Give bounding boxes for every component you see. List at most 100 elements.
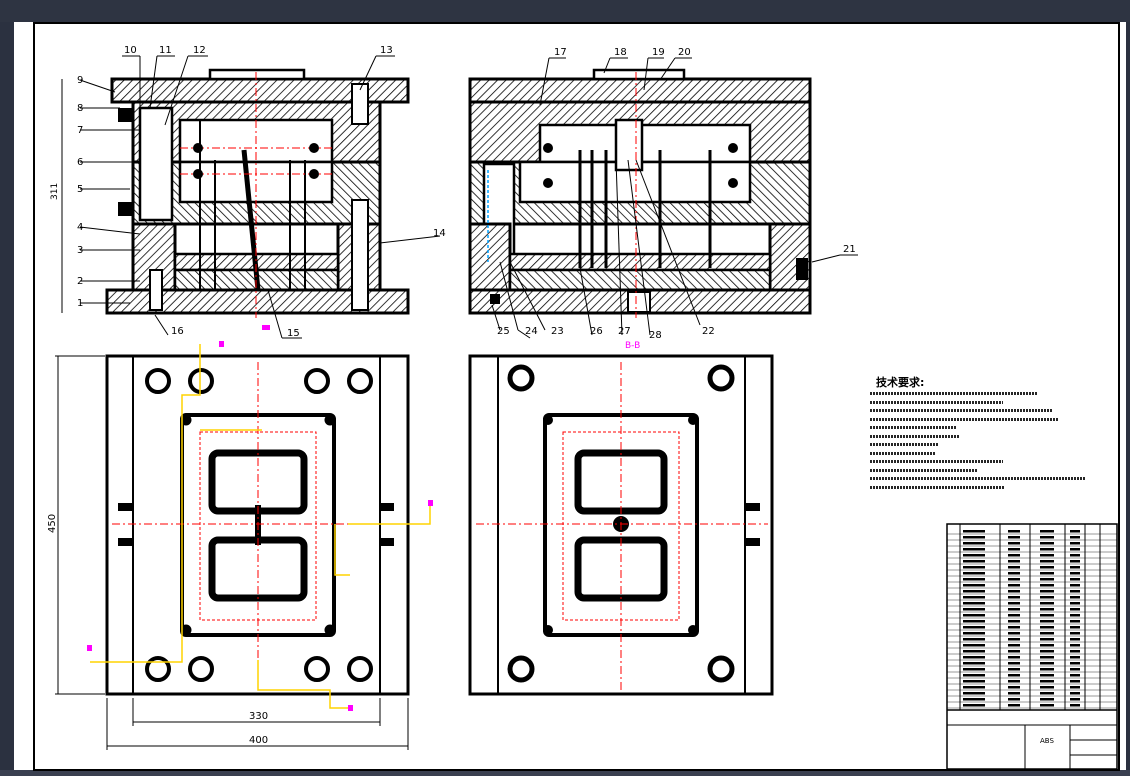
bom-cell-mark xyxy=(1070,620,1080,623)
bom-cell-mark xyxy=(963,584,985,587)
tech-requirement-line xyxy=(870,392,1038,395)
part-label-6: 6 xyxy=(77,157,83,168)
part-label-1: 1 xyxy=(77,298,83,309)
left-part-numbers: 1 2 3 4 5 6 7 8 9 10 11 12 13 14 15 16 xyxy=(77,45,446,339)
bom-cell-mark xyxy=(1040,614,1054,617)
bom-cell-mark xyxy=(963,542,985,545)
bom-cell-mark xyxy=(1008,614,1020,617)
bom-cell-mark xyxy=(1040,542,1054,545)
bom-cell-mark xyxy=(1040,632,1054,635)
bom-cell-mark xyxy=(1070,704,1080,707)
bom-cell-mark xyxy=(1070,698,1080,701)
bom-cell-mark xyxy=(1040,650,1054,653)
bom-cell-mark xyxy=(963,554,985,557)
bom-cell-mark xyxy=(1040,590,1054,593)
bom-cell-mark xyxy=(1070,548,1080,551)
right-section-view xyxy=(468,68,812,318)
tech-requirement-line xyxy=(870,460,1004,463)
bom-cell-mark xyxy=(963,638,985,641)
bom-cell-mark xyxy=(1008,602,1020,605)
border-frame xyxy=(33,22,1120,771)
left-plan-view xyxy=(87,325,433,711)
bom-cell-mark xyxy=(963,698,985,701)
part-label-11: 11 xyxy=(159,45,172,56)
bom-cell-mark xyxy=(1040,596,1054,599)
part-label-27: 27 xyxy=(618,326,631,337)
bom-cell-mark xyxy=(1070,650,1080,653)
part-label-18: 18 xyxy=(614,47,627,58)
bom-cell-mark xyxy=(963,626,985,629)
bom-cell-mark xyxy=(1008,572,1020,575)
tech-requirements-title: 技术要求: xyxy=(876,376,925,389)
bom-cell-mark xyxy=(1070,692,1080,695)
bom-cell-mark xyxy=(1008,632,1020,635)
material-label: ABS xyxy=(1040,737,1054,745)
bom-cell-mark xyxy=(963,566,985,569)
tech-requirement-line xyxy=(870,443,939,446)
tech-requirement-line xyxy=(870,485,1006,489)
bom-cell-mark xyxy=(1070,560,1080,563)
right-part-numbers: 17 18 19 20 21 22 23 24 25 26 27 28 xyxy=(497,47,856,341)
section-label-bb: B-B xyxy=(625,341,640,351)
dimension-311: 311 xyxy=(50,79,63,313)
bom-cell-mark xyxy=(963,662,985,665)
bom-cell-mark xyxy=(1040,680,1054,683)
bom-cell-mark xyxy=(1070,680,1080,683)
bom-cell-mark xyxy=(1070,566,1080,569)
bom-cell-mark xyxy=(1070,584,1080,587)
bom-cell-mark xyxy=(1070,632,1080,635)
bom-cell-mark xyxy=(1008,560,1020,563)
bom-cell-mark xyxy=(1008,662,1020,665)
part-label-4: 4 xyxy=(77,222,83,233)
bom-cell-mark xyxy=(1070,686,1080,689)
bom-cell-mark xyxy=(1040,554,1054,557)
bom-cell-mark xyxy=(963,530,985,533)
bom-cell-mark xyxy=(1040,530,1054,533)
bom-cell-mark xyxy=(1070,662,1080,665)
bom-cell-mark xyxy=(963,602,985,605)
left-leaders xyxy=(79,55,441,339)
bom-cell-mark xyxy=(1040,662,1054,665)
bom-cell-mark xyxy=(1008,596,1020,599)
dimension-label-330: 330 xyxy=(249,711,268,722)
tech-requirement-line xyxy=(870,426,956,429)
bom-cell-mark xyxy=(1008,680,1020,683)
bom-cell-mark xyxy=(1008,542,1020,545)
bom-cell-mark xyxy=(963,668,985,671)
bom-cell-mark xyxy=(963,614,985,617)
bom-cell-mark xyxy=(963,674,985,677)
bom-cell-mark xyxy=(1008,626,1020,629)
bom-cell-mark xyxy=(1040,584,1054,587)
part-label-17: 17 xyxy=(554,47,567,58)
bom-cell-mark xyxy=(1070,644,1080,647)
bom-cell-mark xyxy=(1040,620,1054,623)
part-label-14: 14 xyxy=(433,228,446,239)
bom-cell-mark xyxy=(1070,638,1080,641)
bom-cell-mark xyxy=(963,596,985,599)
part-label-21: 21 xyxy=(843,244,856,255)
bom-cell-mark xyxy=(1008,650,1020,653)
plan-dimensions: 450 330 400 xyxy=(47,355,409,750)
part-label-25: 25 xyxy=(497,326,510,337)
part-label-13: 13 xyxy=(380,45,393,56)
bom-cell-mark xyxy=(1070,542,1080,545)
bom-cell-mark xyxy=(1040,644,1054,647)
part-label-5: 5 xyxy=(77,184,83,195)
bom-cell-mark xyxy=(963,572,985,575)
part-label-12: 12 xyxy=(193,45,206,56)
window-top-bar xyxy=(0,0,1130,22)
part-label-23: 23 xyxy=(551,326,564,337)
dimension-label-400: 400 xyxy=(249,735,268,746)
bom-cell-mark xyxy=(1040,692,1054,695)
bom-cell-mark xyxy=(1040,602,1054,605)
bom-cell-mark xyxy=(1008,692,1020,695)
bom-cell-mark xyxy=(1008,578,1020,581)
window-bottom-bar xyxy=(0,770,1130,776)
bom-cell-mark xyxy=(1040,668,1054,671)
bom-cell-mark xyxy=(1070,656,1080,659)
bom-cell-mark xyxy=(963,590,985,593)
bom-cell-mark xyxy=(1070,668,1080,671)
bom-cell-mark xyxy=(1040,572,1054,575)
bom-cell-mark xyxy=(963,608,985,611)
bom-cell-mark xyxy=(1070,554,1080,557)
